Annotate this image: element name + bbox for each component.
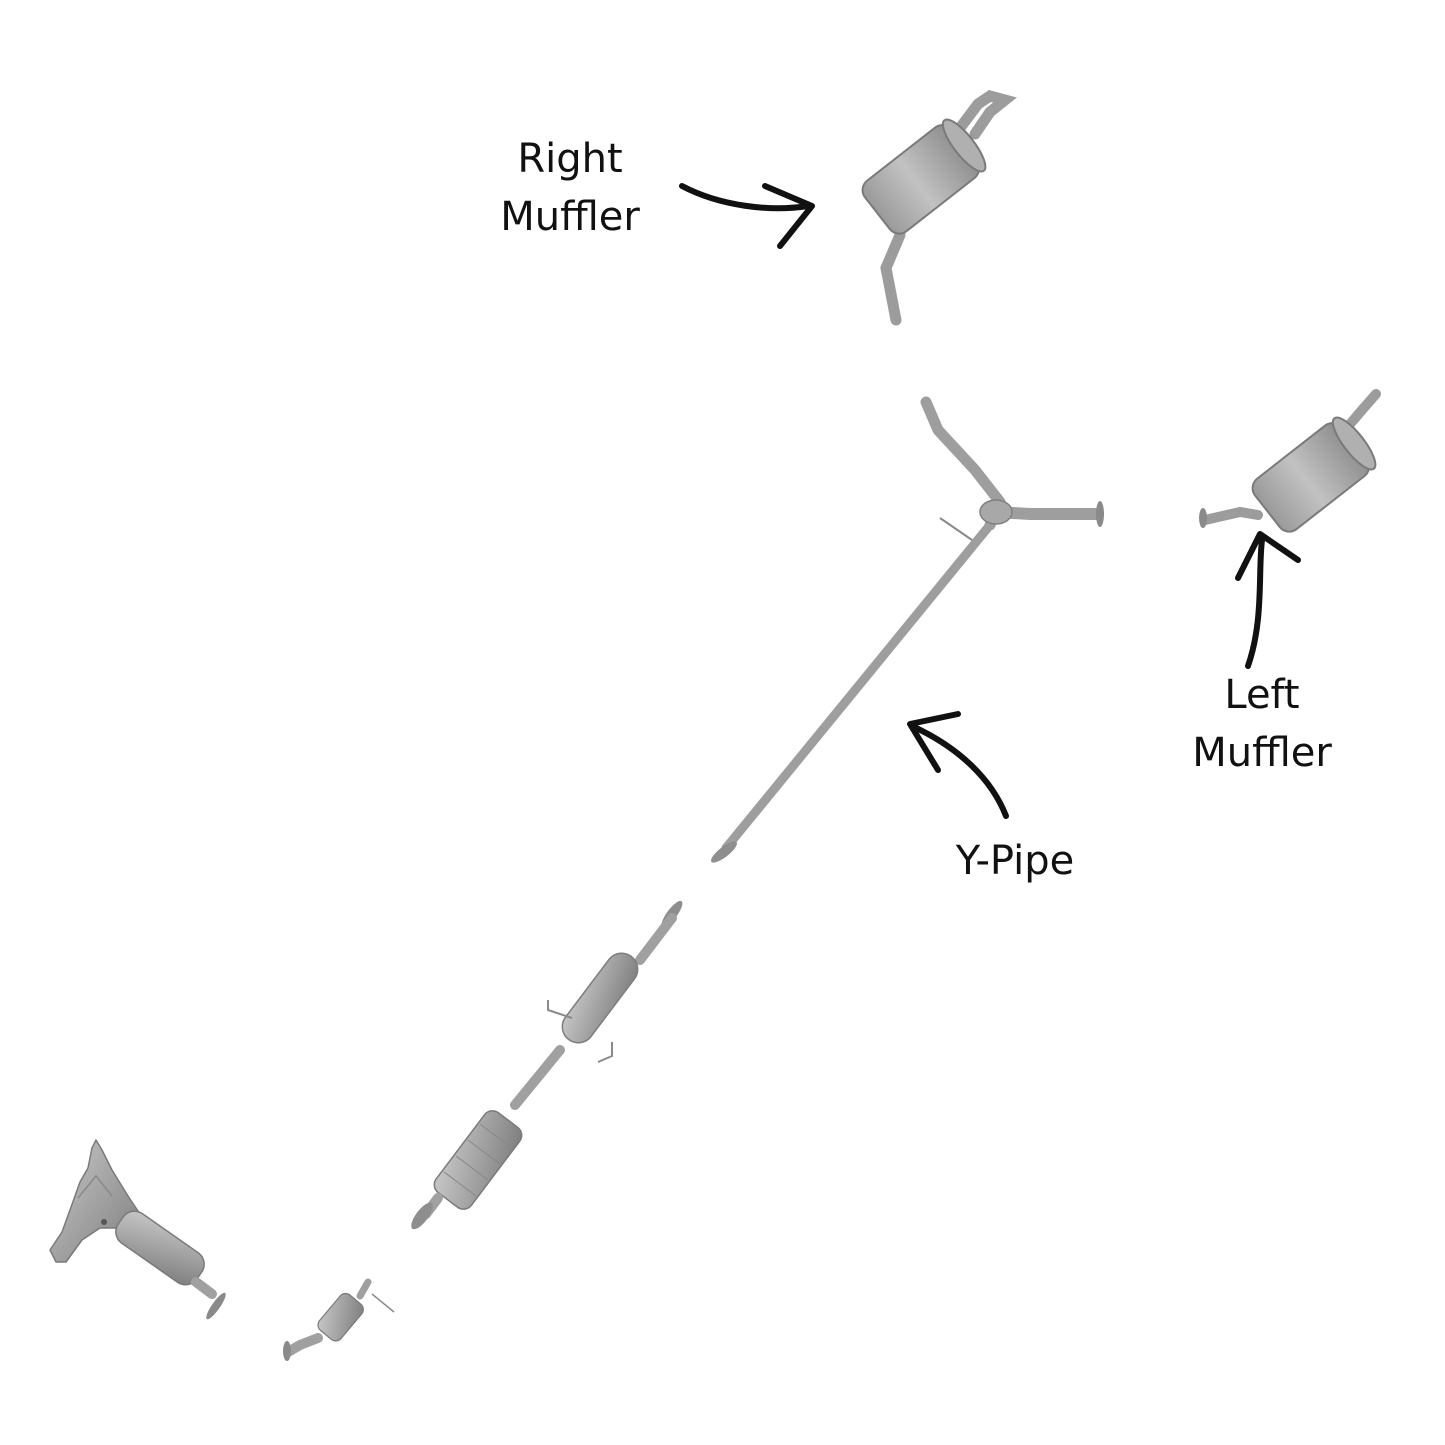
front-catalytic-converter [283, 1278, 395, 1361]
right-muffler [861, 90, 1017, 326]
right-muffler-label: Right Muffler [470, 130, 670, 246]
left-muffler [1199, 389, 1381, 533]
y-pipe-label: Y-Pipe [920, 832, 1110, 890]
left-muffler-label-line1: Left [1224, 672, 1300, 718]
left-muffler-label: Left Muffler [1162, 666, 1362, 782]
catalytic-converter-resonator-pipe [411, 900, 683, 1230]
left-muffler-arrow [1235, 531, 1301, 669]
right-muffler-label-line2: Muffler [500, 194, 640, 240]
right-muffler-label-line1: Right [517, 136, 623, 182]
y-pipe-label-text: Y-Pipe [955, 838, 1075, 884]
left-muffler-label-line2: Muffler [1192, 730, 1332, 776]
exhaust-manifold [49, 1139, 226, 1320]
y-pipe-arrow [907, 711, 1009, 819]
y-pipe [711, 396, 1104, 863]
right-muffler-arrow [679, 183, 815, 249]
